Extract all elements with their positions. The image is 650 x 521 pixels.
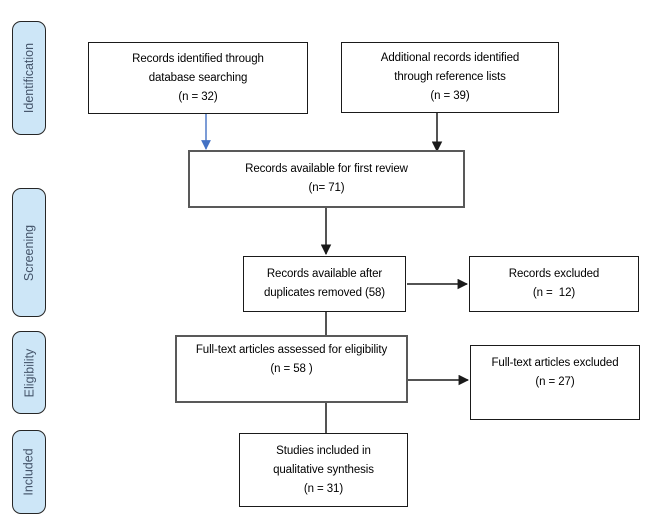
box-fulltext-assessed: Full-text articles assessed for eligibil… [175, 335, 408, 403]
stage-screening: Screening [12, 188, 46, 317]
stage-identification: Identification [12, 21, 46, 135]
stage-screening-label: Screening [22, 224, 37, 281]
box-fulltext-excluded: Full-text articles excluded (n = 27) [470, 345, 640, 420]
stage-identification-label: Identification [22, 42, 36, 114]
box-db-search: Records identified through database sear… [88, 42, 308, 114]
box-fulltext-assessed-text: Full-text articles assessed for eligibil… [195, 344, 388, 375]
box-first-review-text: Records available for first review (n= 7… [245, 163, 408, 194]
box-first-review: Records available for first review (n= 7… [188, 150, 465, 208]
box-duplicates-removed: Records available after duplicates remov… [243, 256, 406, 312]
box-qualitative-synthesis-text: Studies included in qualitative synthesi… [273, 444, 374, 495]
box-records-excluded: Records excluded (n = 12) [469, 256, 639, 312]
box-db-search-text: Records identified through database sear… [132, 52, 264, 103]
box-qualitative-synthesis: Studies included in qualitative synthesi… [239, 433, 408, 507]
box-records-excluded-text: Records excluded (n = 12) [508, 268, 600, 299]
box-ref-lists-text: Additional records identified through re… [380, 52, 520, 102]
box-duplicates-removed-text: Records available after duplicates remov… [263, 268, 386, 299]
stage-eligibility: Eligibility [12, 331, 46, 414]
stage-included-label: Included [22, 448, 37, 496]
box-fulltext-excluded-text: Full-text articles excluded (n = 27) [491, 357, 619, 388]
box-ref-lists: Additional records identified through re… [341, 42, 559, 113]
stage-included: Included [12, 430, 46, 514]
stage-eligibility-label: Eligibility [22, 348, 37, 397]
